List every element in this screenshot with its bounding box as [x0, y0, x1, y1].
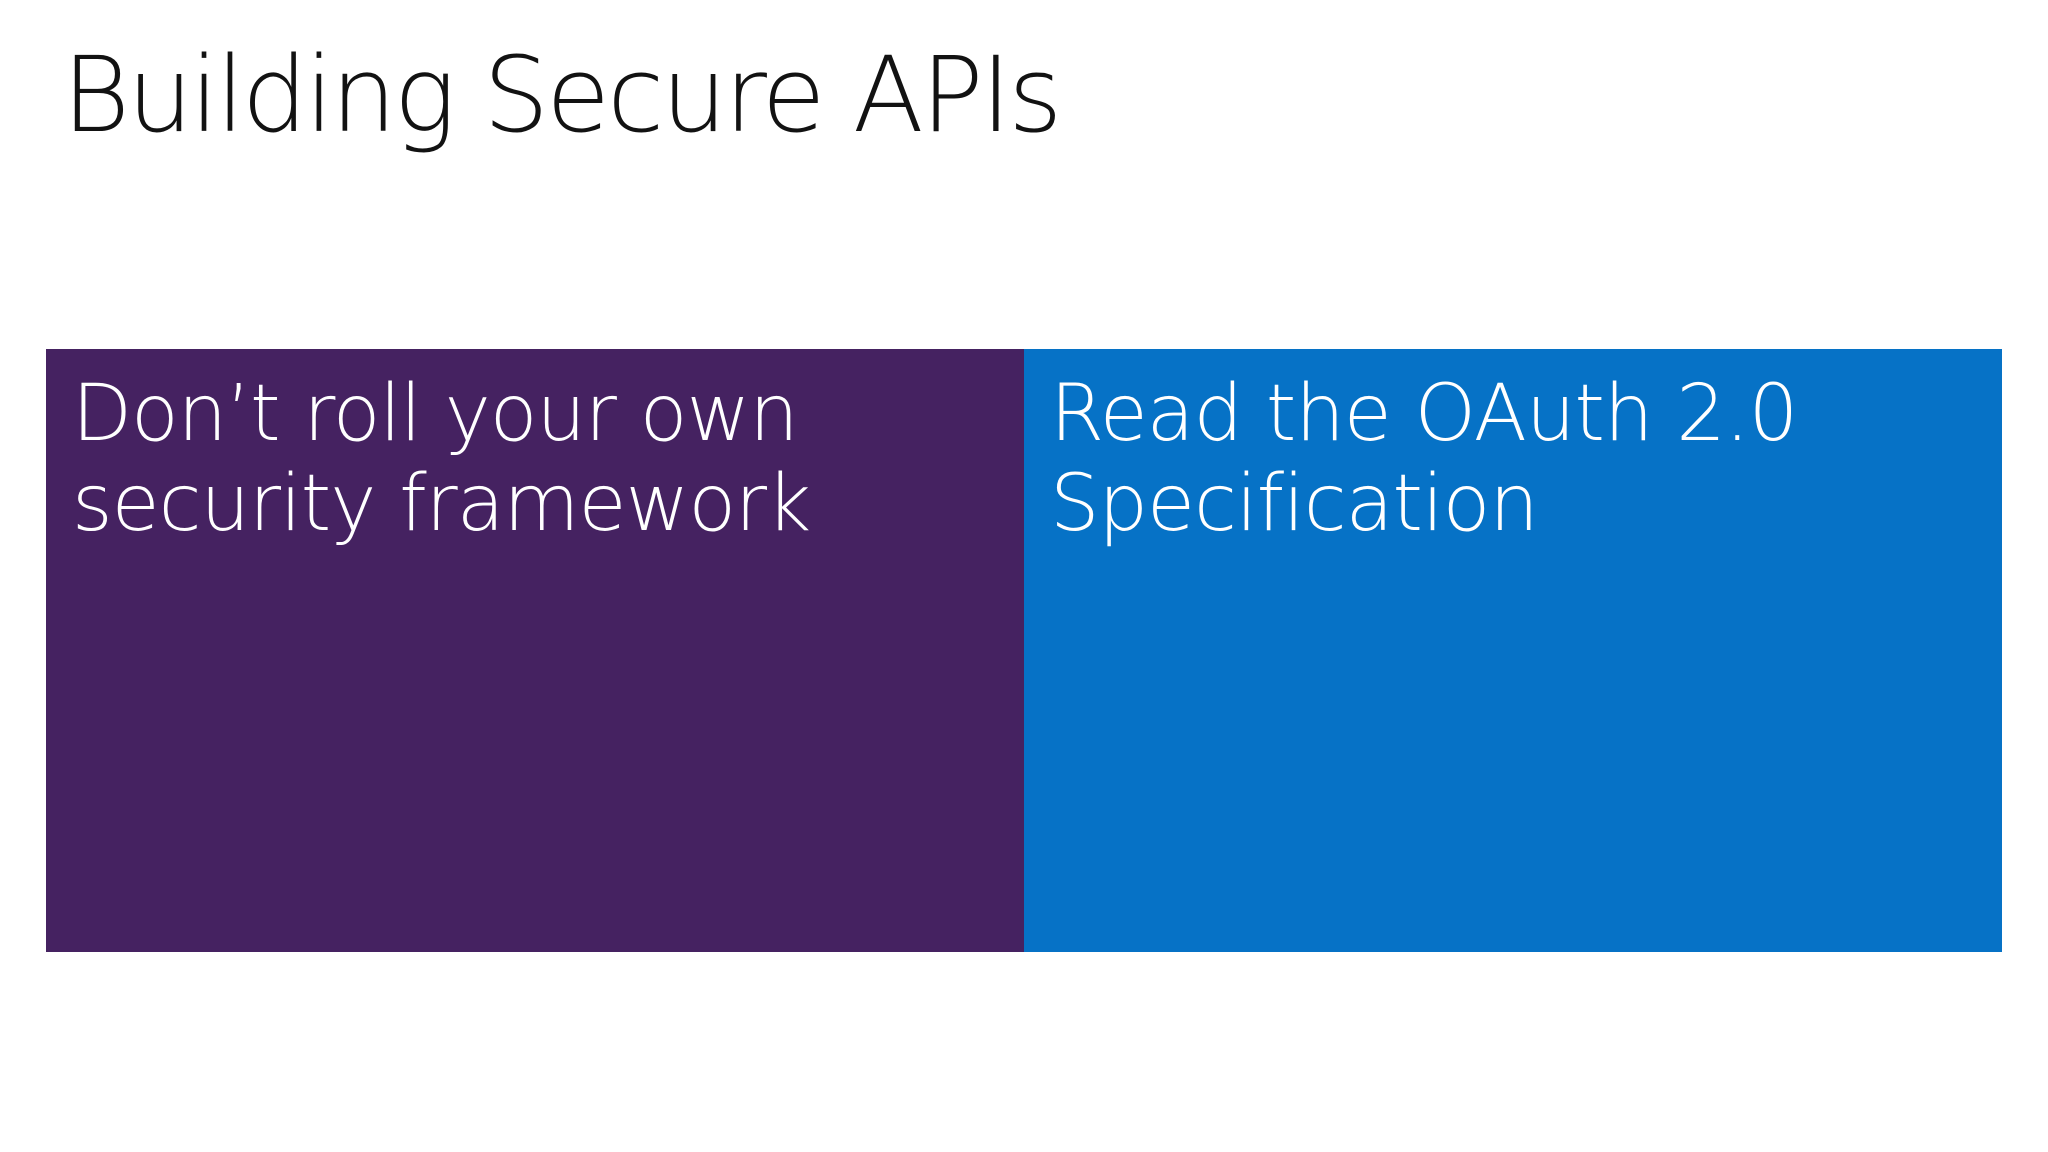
content-box-read-oauth-spec: Read the OAuth 2.0 Specification	[1024, 349, 2002, 952]
content-box-row: Don’t roll your own security framework R…	[46, 349, 2002, 952]
box-label-read-oauth-spec: Read the OAuth 2.0 Specification	[1050, 369, 1798, 550]
box-label-dont-roll-your-own: Don’t roll your own security framework	[72, 369, 811, 550]
slide-title: Building Secure APIs	[62, 34, 1062, 156]
content-box-dont-roll-your-own: Don’t roll your own security framework	[46, 349, 1024, 952]
